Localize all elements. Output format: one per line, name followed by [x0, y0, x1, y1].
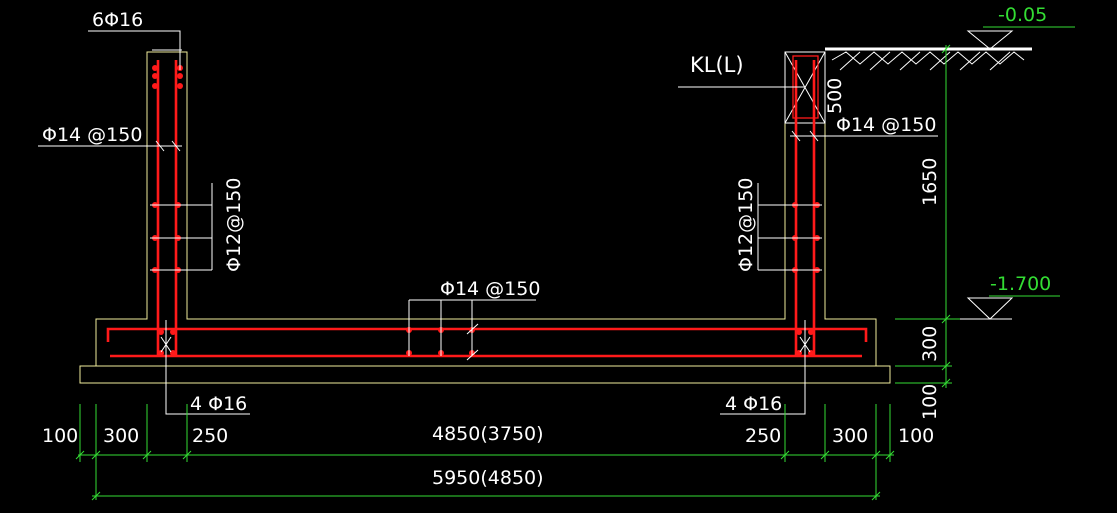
- level-top-label: -0.05: [998, 4, 1047, 26]
- dim-300-right: 300: [832, 425, 868, 447]
- left-wall-bar-label: Φ14 @150: [42, 124, 142, 146]
- right-corner-bar-label: 4 Φ16: [725, 393, 782, 415]
- blinding-layer: [79, 365, 891, 384]
- dim-100-vertical: 100: [919, 384, 941, 420]
- dim-4850: 4850(3750): [432, 423, 544, 445]
- dim-1650: 1650: [919, 158, 941, 206]
- dim-300-left: 300: [103, 425, 139, 447]
- left-wall-outline: [95, 51, 877, 366]
- labels: 6Φ16 Φ14 @150 Φ12@150 Φ14 @150 KL(L) 500…: [42, 4, 1051, 489]
- rebar-dots: [152, 65, 820, 356]
- dim-250-right: 250: [745, 425, 781, 447]
- slab-bar-label: Φ14 @150: [440, 278, 540, 300]
- left-corner-bar-label: 4 Φ16: [190, 393, 247, 415]
- leaders: [38, 30, 938, 415]
- dim-300-vertical: 300: [919, 326, 941, 362]
- ground-line: [825, 47, 1032, 71]
- concrete-outline: [79, 51, 891, 384]
- beam-height-label: 500: [824, 78, 846, 114]
- dim-250-left: 250: [192, 425, 228, 447]
- level-bottom-label: -1.700: [990, 273, 1051, 295]
- right-wall-bar-label: Φ14 @150: [836, 114, 936, 136]
- level-bottom-triangle: [966, 297, 1014, 320]
- dim-5950: 5950(4850): [432, 467, 544, 489]
- slab-top-bar: [106, 327, 868, 342]
- beam-label: KL(L): [690, 53, 744, 77]
- dimension-lines: [75, 26, 1075, 501]
- left-dist-bar-label: Φ12@150: [223, 178, 245, 272]
- dim-100-right: 100: [898, 425, 934, 447]
- level-top-triangle: [966, 30, 1014, 50]
- right-dist-bar-label: Φ12@150: [735, 178, 757, 272]
- dim-100-left: 100: [42, 425, 78, 447]
- top-left-bar-label: 6Φ16: [92, 9, 143, 31]
